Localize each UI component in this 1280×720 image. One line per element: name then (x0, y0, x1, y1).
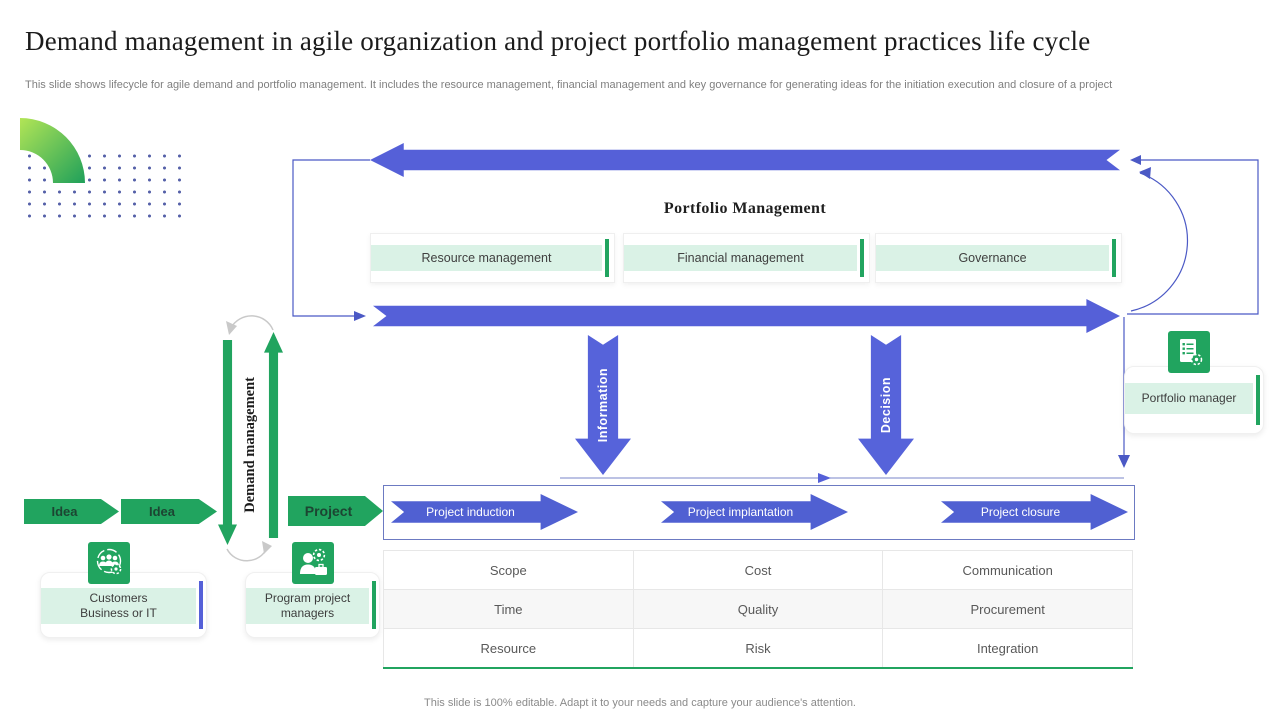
resource-management-label: Resource management (371, 245, 602, 271)
green-accent-bar (860, 239, 864, 277)
project-arrow: Project (288, 496, 383, 526)
table-cell: Time (384, 590, 634, 628)
financial-management-box: Financial management (623, 233, 870, 283)
governance-box: Governance (875, 233, 1122, 283)
customers-label: Customers Business or IT (41, 588, 196, 624)
table-cell: Risk (634, 629, 884, 667)
green-accent-bar (1112, 239, 1116, 277)
governance-label: Governance (876, 245, 1109, 271)
table-row: Time Quality Procurement (383, 590, 1133, 629)
table-row: Scope Cost Communication (383, 551, 1133, 590)
portfolio-management-heading: Portfolio Management (663, 200, 827, 217)
table-cell: Communication (962, 562, 1053, 578)
green-accent-bar (372, 581, 376, 629)
table-cell: Scope (384, 551, 634, 589)
customers-box: Customers Business or IT (40, 572, 207, 638)
information-label: Information (596, 367, 610, 443)
portfolio-bottom-arrow (373, 299, 1120, 333)
demand-up-arrow (264, 332, 283, 538)
table-cell: Cost (634, 551, 884, 589)
table-cell: Integration (976, 640, 1039, 656)
people-group-icon (88, 542, 130, 584)
demand-management-label: Demand management (241, 377, 258, 513)
resource-management-box: Resource management (370, 233, 615, 283)
slide-subtitle: This slide shows lifecycle for agile dem… (25, 79, 1113, 91)
table-cell: Procurement (970, 601, 1045, 617)
blue-accent-bar (199, 581, 203, 629)
page-title: Demand management in agile organization … (25, 26, 1091, 56)
table-cell: Resource (384, 629, 634, 667)
editable-note: This slide is 100% editable. Adapt it to… (424, 697, 856, 709)
portfolio-manager-box: Portfolio manager (1124, 366, 1264, 434)
table-cell: Quality (634, 590, 884, 628)
portfolio-top-arrow (370, 143, 1120, 177)
program-managers-label: Program project managers (246, 588, 369, 624)
document-gear-icon (1168, 331, 1210, 373)
demand-down-arrow (218, 340, 237, 545)
green-accent-bar (1256, 375, 1260, 425)
decision-arrow: Decision (858, 335, 914, 475)
information-arrow: Information (575, 335, 631, 475)
person-gear-icon (292, 542, 334, 584)
financial-management-label: Financial management (624, 245, 857, 271)
table-row: Resource Risk Integration (383, 629, 1133, 667)
idea-arrow-1: Idea (24, 499, 119, 524)
quarter-ring-decoration (20, 118, 85, 183)
green-accent-bar (605, 239, 609, 277)
knowledge-area-table: Scope Cost Communication Time Quality Pr… (383, 550, 1133, 669)
portfolio-manager-label: Portfolio manager (1125, 383, 1253, 414)
decision-label: Decision (879, 376, 893, 434)
idea-arrow-2: Idea (121, 499, 217, 524)
